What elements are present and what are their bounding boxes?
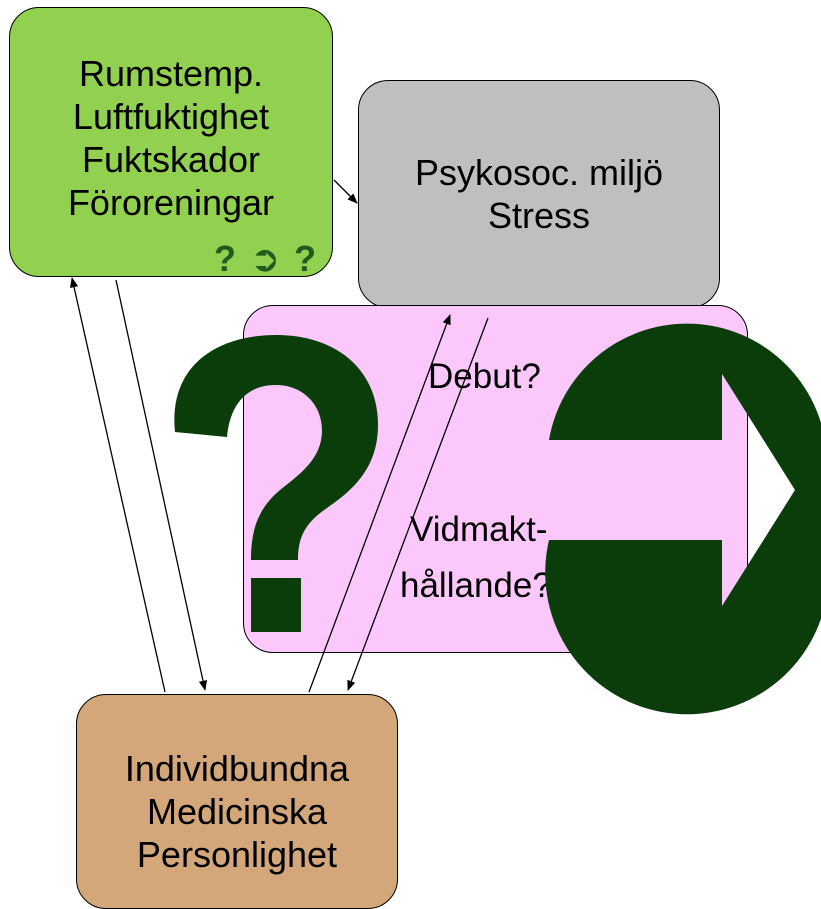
maintenance-label-line1: Vidmakt- <box>410 510 548 549</box>
psy-line-stress: Stress <box>487 195 591 236</box>
psy-line-environment: Psykosoc. miljö <box>414 152 664 193</box>
indiv-line-personality: Personlighet <box>136 834 338 875</box>
question-mark-icon <box>174 335 378 632</box>
arrow-outcome-to-indiv <box>347 317 489 691</box>
arrow-env-to-psy <box>333 179 358 204</box>
arrow-circle-icon <box>545 323 821 715</box>
arrow-indiv-to-env <box>69 276 166 693</box>
arrow-env-to-indiv <box>115 279 208 692</box>
psychosocial-box: Psykosoc. miljö Stress <box>358 80 720 308</box>
arrow-indiv-to-outcome <box>308 314 451 693</box>
debut-label: Debut? <box>428 357 541 396</box>
maintenance-label-line2: hållande? <box>400 566 552 605</box>
small-symbols: ? ➲ ? <box>214 238 319 279</box>
env-line-temp: Rumstemp. <box>78 53 264 94</box>
indiv-line-medical: Medicinska <box>146 791 328 832</box>
env-line-damp: Fuktskador <box>81 139 261 180</box>
env-line-pollutants: Föroreningar <box>67 182 275 223</box>
indiv-line-individual: Individbundna <box>124 748 350 789</box>
env-line-humidity: Luftfuktighet <box>72 96 270 137</box>
individual-box: Individbundna Medicinska Personlighet <box>76 694 398 909</box>
environment-box: Rumstemp. Luftfuktighet Fuktskador Föror… <box>9 7 333 277</box>
